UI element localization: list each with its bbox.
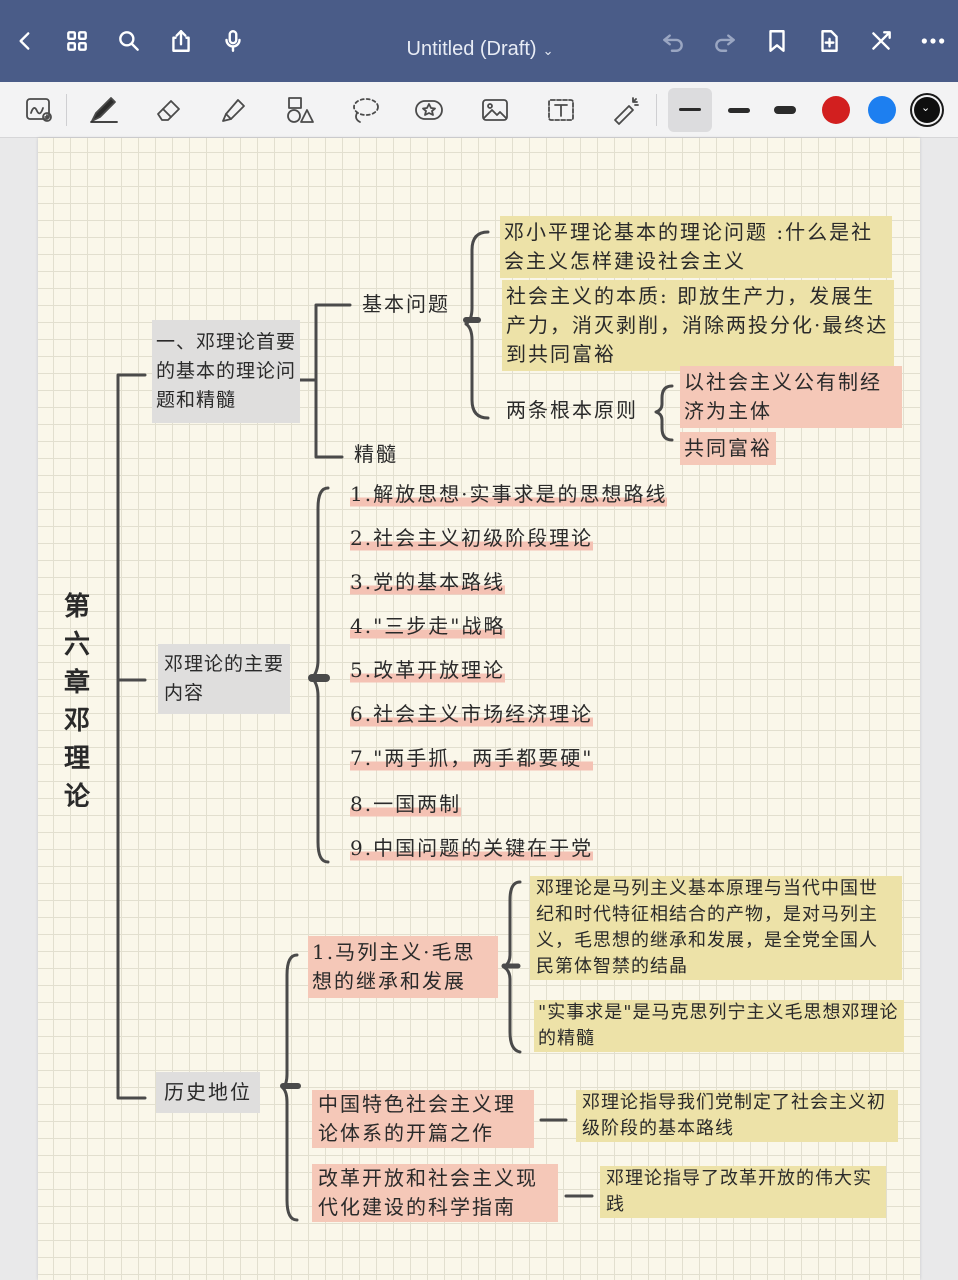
document-title[interactable]: Untitled (Draft) ⌄ (380, 38, 580, 61)
top-navigation-bar: Untitled (Draft) ⌄ (0, 0, 958, 82)
socialism-essence-text: 社会主义的本质: 即放生产力，发展生产力，消灭剥削，消除两投分化·最终达到共同富… (502, 280, 894, 371)
two-principles-label: 两条根本原则 (506, 398, 638, 422)
more-options-icon[interactable] (918, 26, 948, 56)
section3-title: 历史地位 (156, 1072, 260, 1113)
content-item: 3.党的基本路线 (350, 568, 506, 597)
section1-title: 一、邓理论首要的基本的理论问题和精髓 (152, 320, 300, 423)
color-red-swatch[interactable] (822, 96, 850, 124)
content-item: 2.社会主义初级阶段理论 (350, 524, 594, 553)
document-title-text: Untitled (Draft) (406, 38, 537, 60)
historical-position-3-detail: 邓理论指导了改革开放的伟大实践 (600, 1166, 886, 1218)
stroke-medium-option[interactable] (720, 91, 758, 129)
content-item: 9.中国问题的关键在于党 (350, 834, 594, 863)
basic-question-text: 邓小平理论基本的理论问题 :什么是社会主义怎样建设社会主义 (500, 216, 892, 278)
chevron-down-icon: ⌄ (921, 101, 931, 114)
sticker-icon[interactable] (410, 91, 448, 129)
historical-position-1: 1.马列主义·毛思想的继承和发展 (308, 936, 498, 998)
essence-label: 精髓 (354, 442, 398, 466)
drawing-toolbar: ⌄ (0, 82, 958, 138)
grid-view-icon[interactable] (62, 26, 92, 56)
section2-title: 邓理论的主要内容 (158, 644, 290, 714)
microphone-icon[interactable] (218, 26, 248, 56)
historical-position-3: 改革开放和社会主义现代化建设的科学指南 (312, 1164, 558, 1222)
laser-pointer-icon[interactable] (606, 91, 644, 129)
redo-icon[interactable] (710, 26, 740, 56)
content-item: 1.解放思想·实事求是的思想路线 (350, 480, 668, 509)
highlighter-icon[interactable] (214, 91, 252, 129)
shapes-icon[interactable] (280, 91, 318, 129)
eraser-icon[interactable] (150, 91, 188, 129)
historical-position-1-detail: 邓理论是马列主义基本原理与当代中国世纪和时代特征相结合的产物，是对马列主义，毛思… (530, 876, 902, 980)
historical-position-1-essence: "实事求是"是马克思列宁主义毛思想邓理论的精髓 (534, 1000, 904, 1052)
search-icon[interactable] (114, 26, 144, 56)
back-icon[interactable] (10, 26, 40, 56)
lasso-image-icon[interactable] (20, 91, 58, 129)
content-item: 8.一国两制 (350, 790, 462, 819)
content-item: 5.改革开放理论 (350, 656, 506, 685)
add-page-icon[interactable] (814, 26, 844, 56)
lasso-icon[interactable] (346, 91, 384, 129)
stroke-thin-option[interactable] (668, 88, 712, 132)
color-black-swatch-selected[interactable]: ⌄ (914, 97, 940, 123)
content-item: 7."两手抓，两手都要硬" (350, 744, 594, 773)
content-item: 6.社会主义市场经济理论 (350, 700, 594, 729)
basic-question-label: 基本问题 (362, 292, 450, 316)
principle-common-prosperity: 共同富裕 (680, 432, 776, 465)
image-icon[interactable] (476, 91, 514, 129)
bookmark-icon[interactable] (762, 26, 792, 56)
undo-icon[interactable] (658, 26, 688, 56)
chapter-title: 第六章 邓理论 (63, 592, 90, 812)
close-toolbar-icon[interactable] (866, 26, 896, 56)
text-icon[interactable] (542, 91, 580, 129)
principle-public-ownership: 以社会主义公有制经济为主体 (680, 366, 902, 428)
color-blue-swatch[interactable] (868, 96, 896, 124)
share-icon[interactable] (166, 26, 196, 56)
historical-position-2: 中国特色社会主义理论体系的开篇之作 (312, 1090, 534, 1148)
title-dropdown-icon: ⌄ (542, 43, 554, 58)
stroke-thick-option[interactable] (766, 91, 804, 129)
pen-icon[interactable] (84, 91, 122, 129)
historical-position-2-detail: 邓理论指导我们党制定了社会主义初级阶段的基本路线 (576, 1090, 898, 1142)
content-item: 4."三步走"战略 (350, 612, 506, 641)
